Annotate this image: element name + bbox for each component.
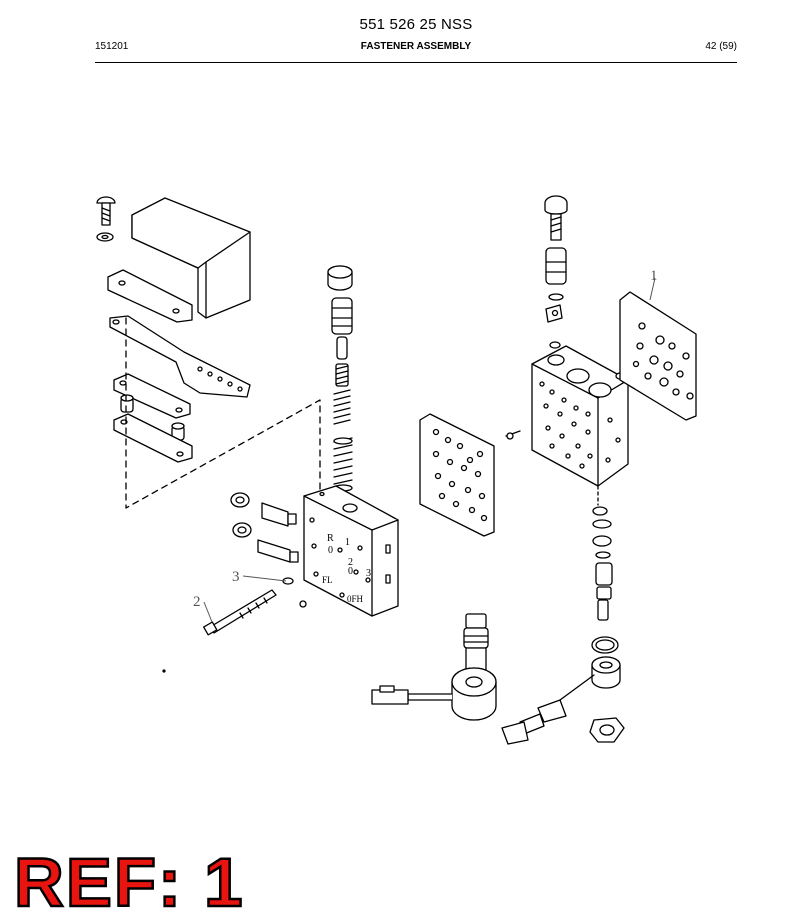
- center-valve-stack: [203, 265, 399, 636]
- cover-bracket-group: [96, 196, 321, 509]
- middle-gasket: [419, 413, 495, 537]
- callout-3-leader: [242, 575, 287, 582]
- header-rule: [95, 62, 737, 63]
- block-mark-0b: 0: [348, 566, 353, 577]
- part-number-title: 551 526 25 NSS: [359, 16, 473, 33]
- section-title: FASTENER ASSEMBLY: [360, 41, 472, 52]
- callout-3: 3: [232, 569, 240, 585]
- block-mark-3: 3: [366, 568, 371, 579]
- block-mark-1: 1: [345, 537, 350, 548]
- right-gasket: [619, 291, 697, 421]
- solenoid-valve: [371, 613, 497, 721]
- callout-2: 2: [193, 594, 201, 610]
- block-mark-0a: 0: [328, 545, 333, 556]
- block-mark-2: 2: [348, 557, 353, 568]
- block-mark-r: R: [327, 533, 334, 544]
- block-mark-fh: 0FH: [347, 594, 364, 604]
- callout-2-leader: [203, 601, 213, 623]
- page-indicator: 42 (59): [705, 41, 737, 52]
- block-mark-fl: FL: [322, 575, 333, 585]
- date-code: 151201: [95, 41, 129, 52]
- reference-label: REF: 1: [13, 844, 245, 921]
- callout-1: 1: [650, 268, 658, 284]
- callout-1-leader: [649, 277, 656, 301]
- right-valve-column: [501, 195, 629, 745]
